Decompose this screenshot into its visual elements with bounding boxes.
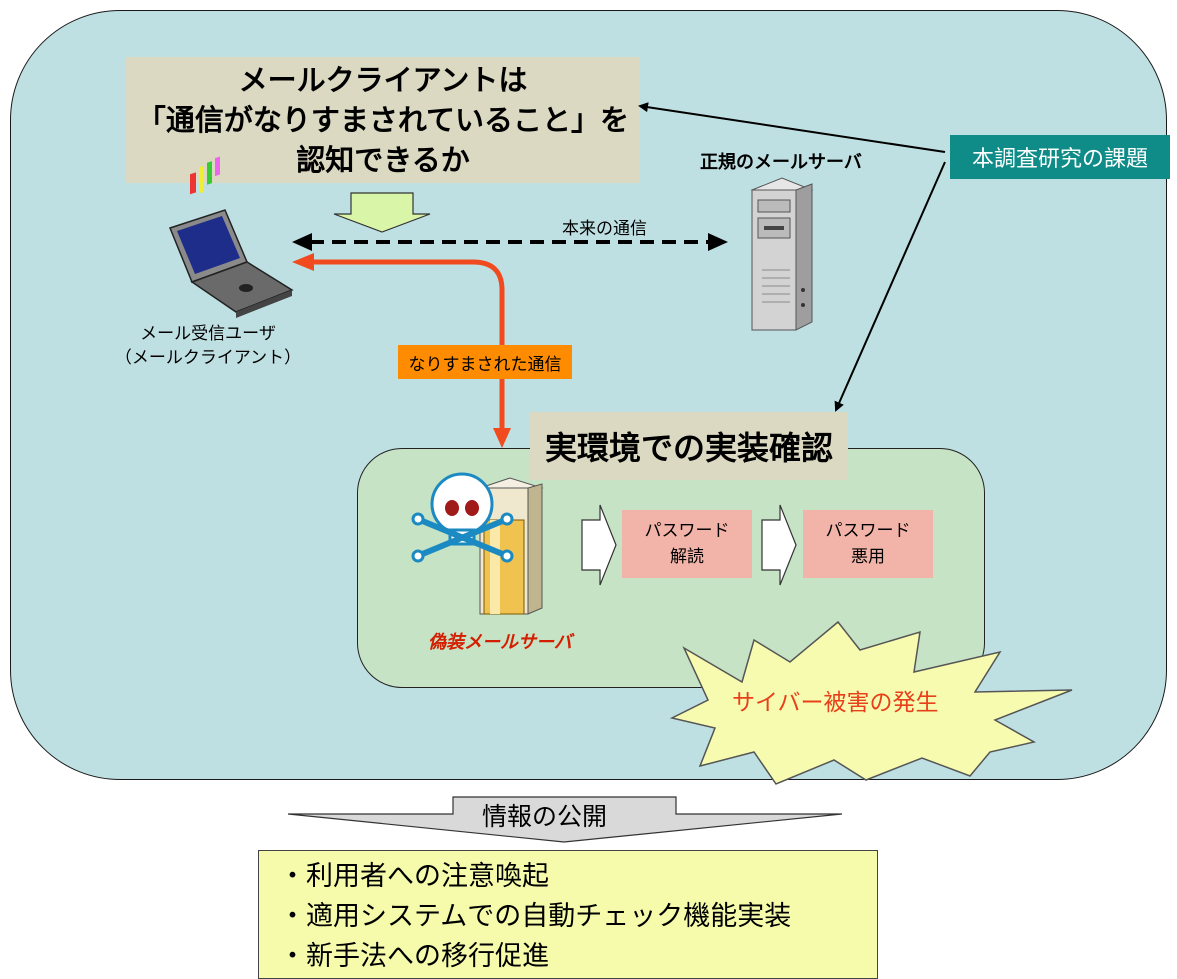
normal-comm-label: 本来の通信 xyxy=(562,219,647,239)
down-arrow-icon xyxy=(333,192,431,233)
skull-icon xyxy=(411,472,514,563)
damage-starburst xyxy=(669,620,1073,785)
publish-arrow-icon xyxy=(287,796,843,843)
step-2-line-2: 悪用 xyxy=(851,547,885,567)
damage-label: サイバー被害の発生 xyxy=(732,690,939,716)
user-label-line-1: メール受信ユーザ xyxy=(140,324,276,344)
measures-box: ・利用者への注意喚起 ・適用システムでの自動チェック機能実装 ・新手法への移行促… xyxy=(258,850,878,979)
step-2-line-1: パスワード xyxy=(825,521,911,541)
issue-pointer-to-question xyxy=(638,102,946,153)
measure-item: ・新手法への移行促進 xyxy=(279,941,549,972)
question-line-1: メールクライアントは xyxy=(238,63,528,97)
step-arrow-1 xyxy=(581,504,617,586)
laptop-icon xyxy=(169,156,294,318)
publish-label: 情報の公開 xyxy=(482,802,608,831)
spoofed-comm-badge: なりすまされた通信 xyxy=(398,345,572,379)
verify-box: 実環境での実装確認 xyxy=(530,412,848,480)
step-password-decrypt: パスワード 解読 xyxy=(622,510,752,578)
question-line-2: 「通信がなりすまされていること」を xyxy=(136,103,630,137)
measure-item: ・適用システムでの自動チェック機能実装 xyxy=(279,901,792,932)
step-arrow-2 xyxy=(761,504,797,586)
measure-item: ・利用者への注意喚起 xyxy=(279,861,549,892)
legit-server-label: 正規のメールサーバ xyxy=(700,152,862,173)
question-line-3: 認知できるか xyxy=(296,143,470,177)
issue-badge: 本調査研究の課題 xyxy=(950,135,1170,179)
fake-server-label: 偽装メールサーバ xyxy=(428,632,572,653)
step-1-line-2: 解読 xyxy=(670,547,704,567)
step-1-line-1: パスワード xyxy=(644,521,730,541)
spoofed-comm-arrow xyxy=(292,253,511,448)
issue-pointer-to-verify xyxy=(834,161,946,412)
mail-server-icon xyxy=(750,177,814,331)
user-label: メール受信ユーザ （メールクライアント） xyxy=(108,322,308,370)
step-password-abuse: パスワード 悪用 xyxy=(803,510,933,578)
normal-comm-arrow xyxy=(292,233,728,251)
user-label-line-2: （メールクライアント） xyxy=(114,348,302,368)
